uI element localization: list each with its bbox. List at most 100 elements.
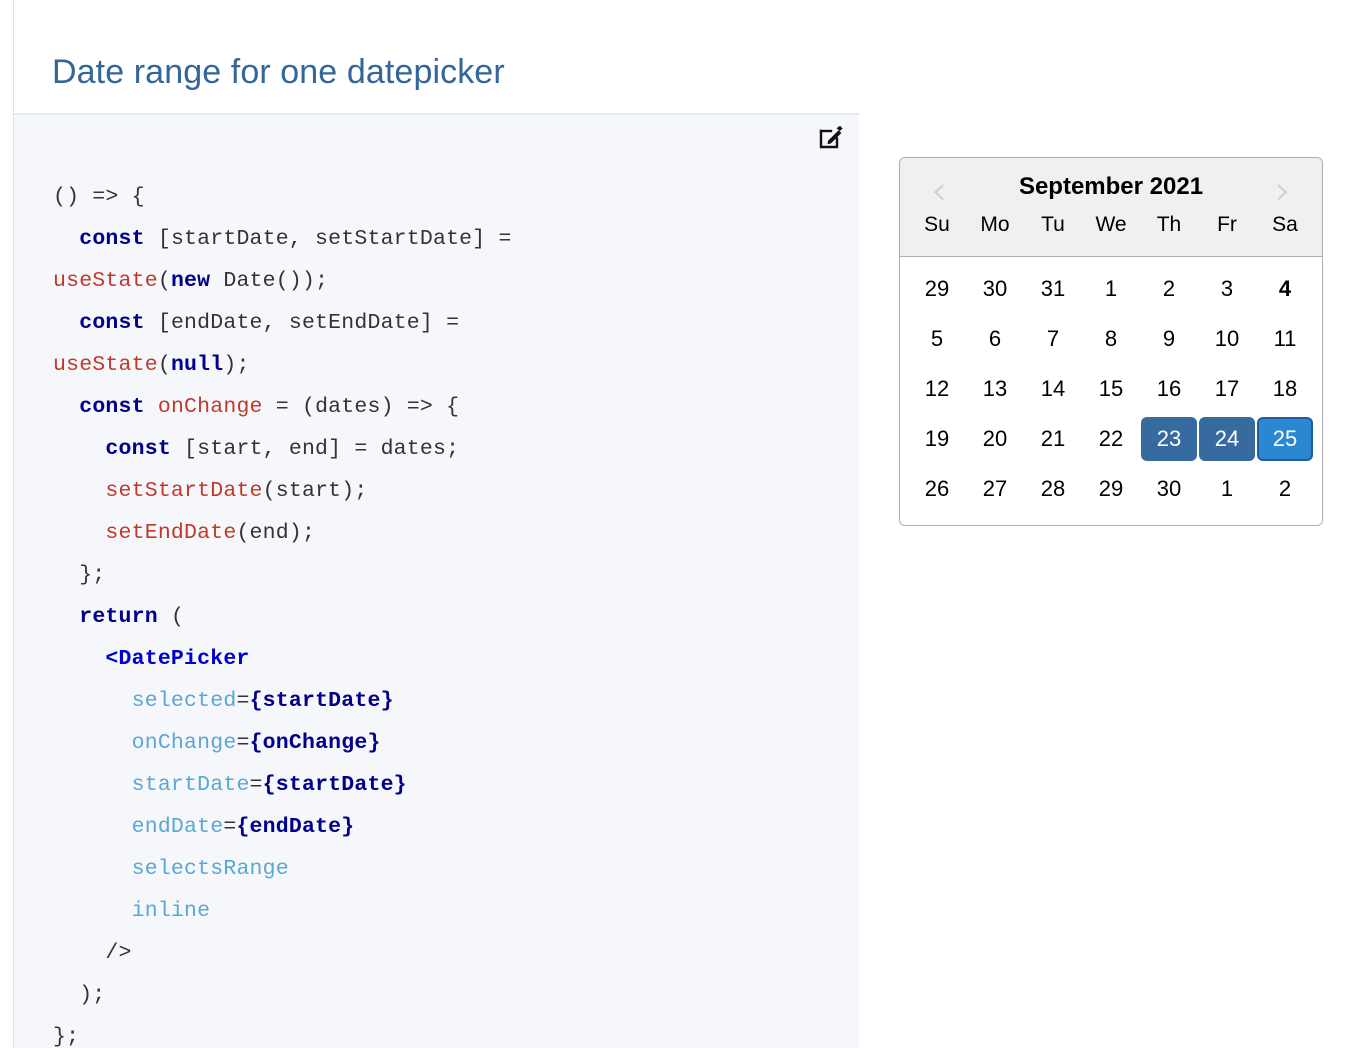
code-token: DatePicker (118, 646, 250, 671)
code-token: = (236, 730, 250, 755)
code-token (53, 311, 79, 335)
code-editor-panel[interactable]: () => { const [startDate, setStartDate] … (14, 113, 859, 1048)
datepicker-day-31[interactable]: 31 (1040, 276, 1066, 301)
datepicker-day-8[interactable]: 8 (1104, 326, 1118, 351)
code-token: /> (53, 940, 132, 965)
code-token: null (170, 352, 224, 377)
code-token: (start); (262, 478, 368, 503)
datepicker-dayname: Tu (1041, 213, 1065, 236)
datepicker-day-15[interactable]: 15 (1098, 376, 1124, 401)
code-token: inline (131, 898, 211, 923)
code-token: setStartDate (105, 478, 263, 503)
page-title: Date range for one datepicker (52, 52, 505, 91)
code-token: ); (53, 982, 106, 1007)
datepicker-day-2[interactable]: 2 (1162, 276, 1176, 301)
datepicker-day-9[interactable]: 9 (1162, 326, 1176, 351)
code-token: [start, end] = dates; (170, 436, 460, 461)
datepicker-week-row: 26 27 28 29 30 1 2 (908, 467, 1314, 511)
code-token: const (105, 436, 171, 461)
datepicker-day-7[interactable]: 7 (1046, 326, 1060, 351)
datepicker-dayname: Su (924, 213, 950, 236)
code-token: onChange (157, 394, 263, 419)
edit-pencil-icon[interactable] (812, 119, 850, 155)
code-token: [startDate, setStartDate] = (144, 226, 512, 251)
datepicker-day-14[interactable]: 14 (1040, 376, 1066, 401)
chevron-right-glyph: › (1275, 168, 1291, 214)
datepicker-day-26[interactable]: 26 (924, 476, 950, 501)
datepicker-day-29[interactable]: 29 (1098, 476, 1124, 501)
code-token: ( (157, 604, 185, 629)
datepicker-day-25[interactable]: 25 (1257, 417, 1313, 461)
datepicker-day-1[interactable]: 1 (1104, 276, 1118, 301)
datepicker-day-30[interactable]: 30 (982, 276, 1008, 301)
datepicker-day-18[interactable]: 18 (1272, 376, 1298, 401)
datepicker-day-16[interactable]: 16 (1156, 376, 1182, 401)
datepicker-day-22[interactable]: 22 (1098, 426, 1124, 451)
datepicker-month-label: September 2021 (1018, 173, 1204, 200)
code-token: return (79, 604, 158, 629)
datepicker-day-28[interactable]: 28 (1040, 476, 1066, 501)
code-token: new (170, 268, 211, 293)
datepicker-day-11[interactable]: 11 (1273, 326, 1297, 351)
datepicker-dayname: We (1095, 213, 1127, 236)
datepicker-day-24[interactable]: 24 (1199, 417, 1255, 461)
code-token: }; (53, 1024, 80, 1048)
code-token (53, 815, 132, 839)
datepicker-day-17[interactable]: 17 (1214, 376, 1240, 401)
code-token (53, 605, 79, 629)
datepicker-dayname: Th (1156, 213, 1182, 236)
code-token: const (79, 394, 145, 419)
chevron-left-icon[interactable]: ‹ (922, 171, 956, 211)
code-token: Date()); (210, 268, 329, 293)
datepicker-day-23[interactable]: 23 (1141, 417, 1197, 461)
datepicker-day-2[interactable]: 2 (1278, 476, 1292, 501)
datepicker-week-row: 12 13 14 15 16 17 18 (908, 367, 1314, 411)
datepicker-day-6[interactable]: 6 (988, 326, 1002, 351)
datepicker-day-30[interactable]: 30 (1156, 476, 1182, 501)
datepicker-day-1[interactable]: 1 (1220, 476, 1234, 501)
code-token (145, 395, 158, 419)
code-token (53, 899, 132, 923)
datepicker-day-13[interactable]: 13 (982, 376, 1008, 401)
code-content[interactable]: () => { const [startDate, setStartDate] … (53, 176, 851, 1048)
datepicker-week-row: 29 30 31 1 2 3 4 (908, 267, 1314, 311)
datepicker-day-27[interactable]: 27 (982, 476, 1008, 501)
datepicker-dayname: Mo (980, 213, 1010, 236)
code-token: () => { (53, 184, 145, 209)
code-token: {startDate} (249, 688, 394, 713)
datepicker-week-row: 5 6 7 8 9 10 11 (908, 317, 1314, 361)
datepicker-dayname: Fr (1217, 213, 1237, 236)
code-token (53, 731, 132, 755)
code-token (53, 773, 132, 797)
code-token: {startDate} (262, 772, 407, 797)
datepicker-day-4[interactable]: 4 (1278, 276, 1292, 301)
datepicker-day-29[interactable]: 29 (924, 276, 950, 301)
datepicker-day-5[interactable]: 5 (930, 326, 944, 351)
datepicker-day-19[interactable]: 19 (924, 426, 950, 451)
code-token: {onChange} (249, 730, 381, 755)
chevron-right-icon[interactable]: › (1266, 168, 1300, 214)
code-token: const (79, 226, 145, 251)
code-token: selected (131, 688, 237, 713)
datepicker-day-20[interactable]: 20 (982, 426, 1008, 451)
code-token (53, 689, 132, 713)
page-header: Date range for one datepicker (14, 0, 1364, 113)
datepicker-day-10[interactable]: 10 (1214, 326, 1240, 351)
code-token (53, 479, 105, 503)
datepicker-day-3[interactable]: 3 (1220, 276, 1234, 301)
code-token: useState (53, 268, 158, 293)
page-body: () => { const [startDate, setStartDate] … (14, 113, 1364, 1048)
code-token: }; (53, 562, 106, 587)
code-token (53, 437, 105, 461)
datepicker-day-21[interactable]: 21 (1040, 426, 1066, 451)
datepicker-day-12[interactable]: 12 (924, 376, 950, 401)
code-token: onChange (131, 730, 237, 755)
code-token: const (79, 310, 145, 335)
code-token: ( (157, 352, 171, 377)
code-token: ); (223, 352, 250, 377)
